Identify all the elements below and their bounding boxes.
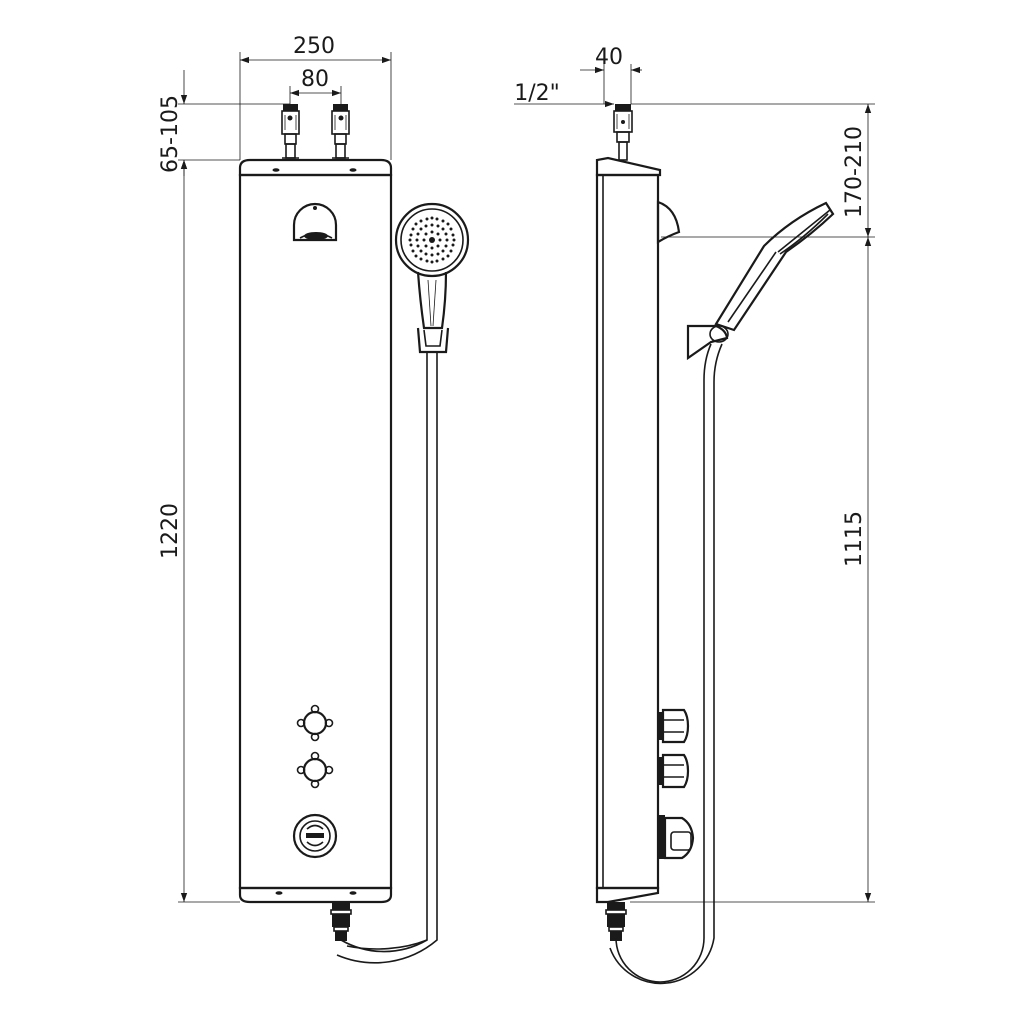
dimension-holder-height: 1115 — [630, 237, 875, 903]
front-inlet-left — [281, 104, 300, 159]
depth-label: 40 — [595, 45, 623, 70]
side-valve-knob-upper — [658, 708, 690, 744]
valve-knob-upper — [296, 704, 334, 742]
top-offset-label: 170-210 — [842, 126, 867, 218]
side-overhead-nozzle — [656, 200, 681, 244]
dimension-inlet-spacing: 80 — [289, 67, 342, 104]
dimension-panel-height: 1220 — [158, 160, 240, 903]
side-view: 40 1/2" 170-210 1115 — [514, 45, 875, 985]
thread-label: 1/2" — [514, 81, 560, 106]
side-inlet — [613, 104, 633, 161]
spray-nozzles — [408, 216, 456, 264]
side-bottom-connector — [605, 902, 627, 941]
side-hand-shower — [714, 201, 835, 332]
dimension-depth: 40 — [580, 45, 642, 104]
front-shower-holder — [416, 327, 450, 354]
side-hose — [609, 343, 723, 985]
width-label: 250 — [293, 34, 335, 59]
inlet-height-label: 65-105 — [158, 95, 183, 173]
valve-knob-lower — [296, 751, 334, 789]
dimension-width: 250 — [239, 34, 392, 160]
overhead-nozzle — [292, 202, 338, 242]
dimension-thread: 1/2" — [514, 81, 614, 108]
front-hose — [336, 352, 438, 964]
push-button — [292, 813, 338, 859]
panel-height-label: 1220 — [158, 503, 183, 559]
side-push-button — [658, 815, 695, 860]
front-hand-shower — [394, 202, 470, 330]
front-panel — [238, 158, 393, 904]
side-panel — [595, 156, 662, 904]
side-valve-knob-lower — [658, 753, 690, 789]
holder-height-label: 1115 — [842, 511, 867, 567]
front-bottom-connector — [330, 902, 352, 941]
dimension-inlet-height: 65-105 — [158, 70, 290, 176]
front-view: 250 80 65-105 1220 — [158, 34, 470, 964]
front-inlet-right — [331, 104, 350, 159]
dimension-top-offset: 170-210 — [631, 103, 875, 238]
inlet-spacing-label: 80 — [301, 67, 329, 92]
